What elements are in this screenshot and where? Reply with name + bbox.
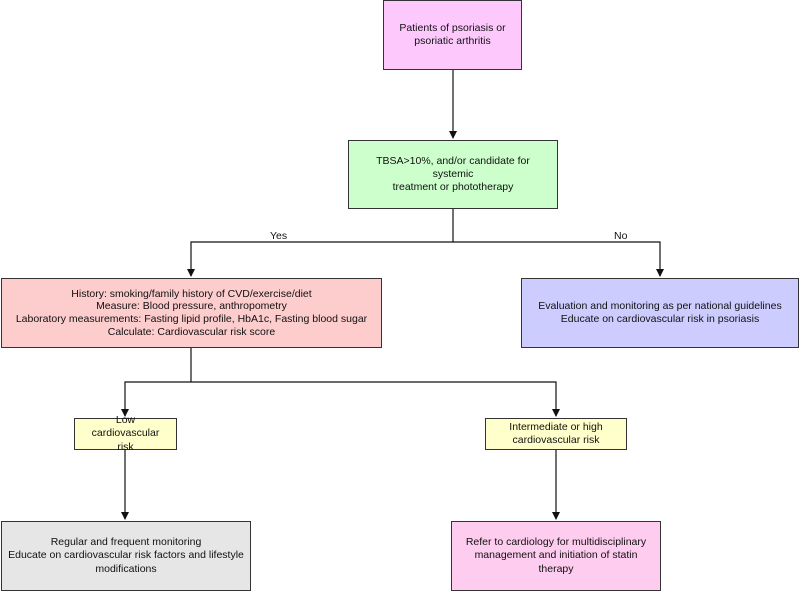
node-low-risk: Low cardiovascular risk: [74, 414, 177, 453]
node-start: Patients of psoriasis or psoriatic arthr…: [383, 0, 522, 70]
edge-to-low-risk: [121, 381, 191, 417]
edge-no-national: [453, 241, 664, 277]
node-monitoring: Regular and frequent monitoring Educate …: [1, 521, 251, 591]
edge-to-high-risk: [191, 381, 560, 417]
node-cardiology: Refer to cardiology for multidisciplinar…: [451, 521, 661, 591]
node-high-risk: Intermediate or high cardiovascular risk: [485, 418, 627, 450]
node-criteria: TBSA>10%, and/or candidate for systemic …: [348, 140, 558, 209]
edge-label-no: No: [614, 230, 628, 242]
node-assessment: History: smoking/family history of CVD/e…: [1, 278, 382, 348]
edge-label-yes: Yes: [270, 230, 288, 242]
node-national: Evaluation and monitoring as per nationa…: [521, 278, 799, 348]
edge-yes-assessment: [187, 241, 453, 277]
